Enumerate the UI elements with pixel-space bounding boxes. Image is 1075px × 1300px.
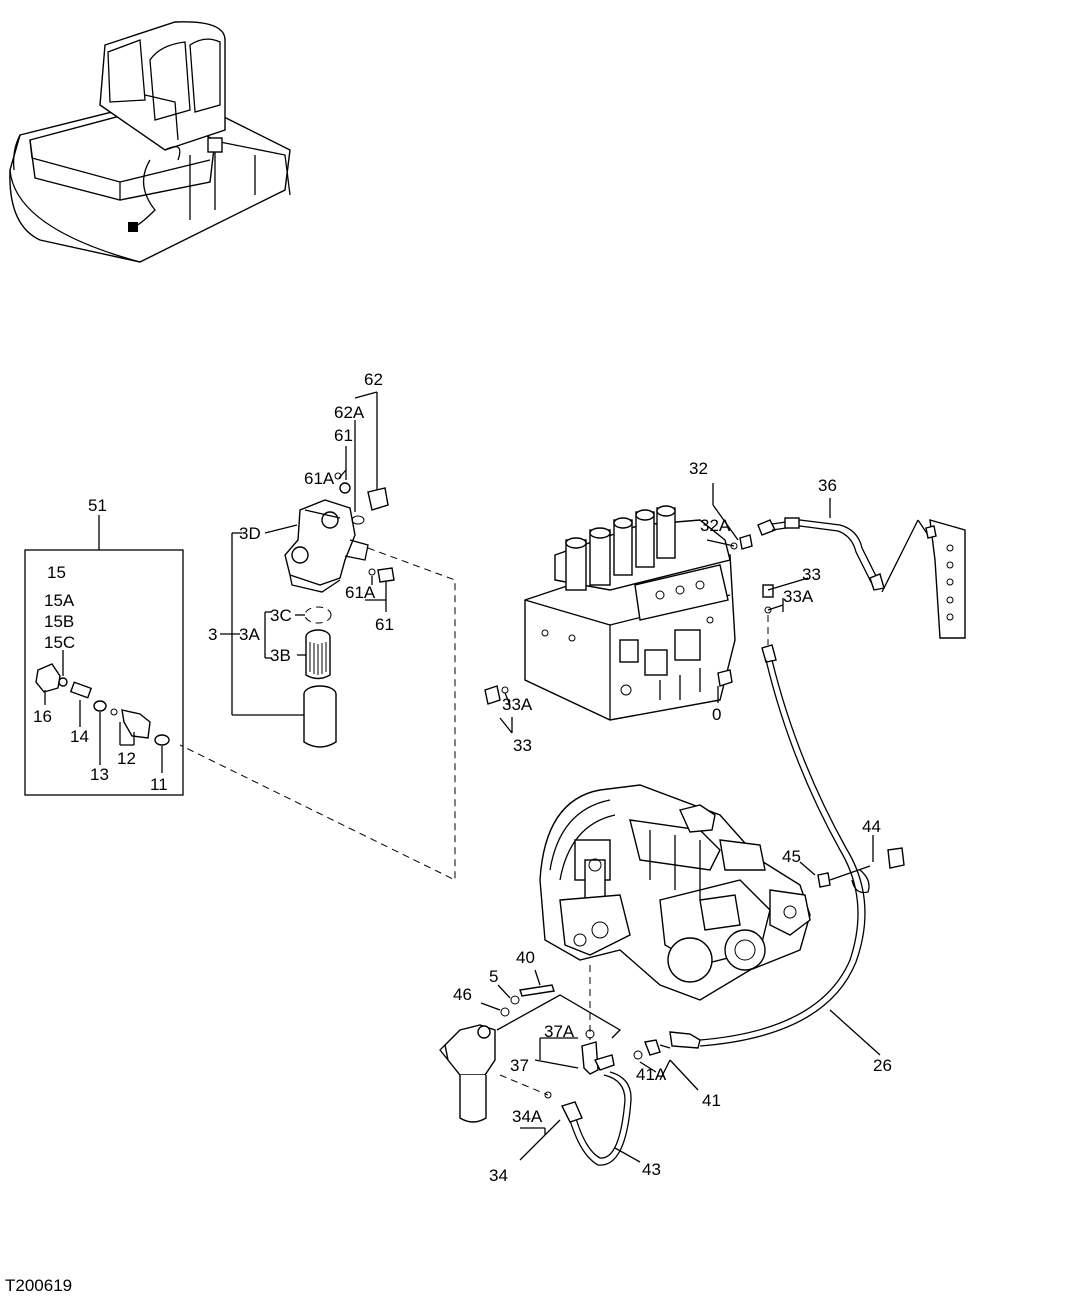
callout-33A: 33A: [783, 587, 814, 606]
callout-33: 33: [802, 565, 821, 584]
figure-id: T200619: [5, 1276, 72, 1295]
callout-62: 62: [364, 370, 383, 389]
callout-46: 46: [453, 985, 472, 1004]
callout-12: 12: [117, 749, 136, 768]
callout-15C: 15C: [44, 633, 75, 652]
control-valve-assembly: [484, 483, 809, 734]
callout-41: 41: [702, 1091, 721, 1110]
lower-filter-and-fittings: [439, 965, 699, 1166]
callout-33-left: 33: [513, 736, 532, 755]
callout-40: 40: [516, 948, 535, 967]
callout-26: 26: [873, 1056, 892, 1075]
callout-14: 14: [70, 727, 89, 746]
callout-33A-left: 33A: [502, 695, 533, 714]
pilot-filter-assembly: [179, 391, 456, 881]
callout-61A-lower: 61A: [345, 583, 376, 602]
callout-3D: 3D: [239, 524, 261, 543]
callout-15: 15: [47, 563, 66, 582]
callout-32A: 32A: [700, 516, 731, 535]
hydraulic-pump-assembly: [539, 784, 811, 1001]
callout-15B: 15B: [44, 612, 74, 631]
callout-5: 5: [489, 967, 498, 986]
excavator-locator-drawing: [9, 21, 291, 263]
callout-41A: 41A: [636, 1065, 667, 1084]
callout-3B: 3B: [270, 646, 291, 665]
hose-36-assembly: [757, 498, 966, 639]
callout-43: 43: [642, 1160, 661, 1179]
callout-3A: 3A: [239, 625, 260, 644]
callout-61: 61: [334, 426, 353, 445]
callout-61-lower: 61: [375, 615, 394, 634]
callout-51: 51: [88, 496, 107, 515]
callout-32: 32: [689, 459, 708, 478]
callout-45: 45: [782, 847, 801, 866]
callout-0: 0: [712, 705, 721, 724]
callout-34A: 34A: [512, 1107, 543, 1126]
hose-26: [669, 644, 905, 1056]
parts-box-51: [24, 515, 184, 796]
callout-37A: 37A: [544, 1022, 575, 1041]
callout-11: 11: [150, 775, 168, 794]
callout-3C: 3C: [270, 606, 292, 625]
callout-37: 37: [510, 1056, 529, 1075]
callout-61A: 61A: [304, 469, 335, 488]
callout-44: 44: [862, 817, 881, 836]
callout-62A: 62A: [334, 403, 365, 422]
callout-16: 16: [33, 707, 52, 726]
callout-13: 13: [90, 765, 109, 784]
callout-34: 34: [489, 1166, 508, 1185]
callout-15A: 15A: [44, 591, 75, 610]
callout-36: 36: [818, 476, 837, 495]
callout-3: 3: [208, 625, 217, 644]
callout-labels: 62 62A 61 61A 3D 3 3A 3C 3B 61A 61 51 15…: [33, 370, 892, 1185]
